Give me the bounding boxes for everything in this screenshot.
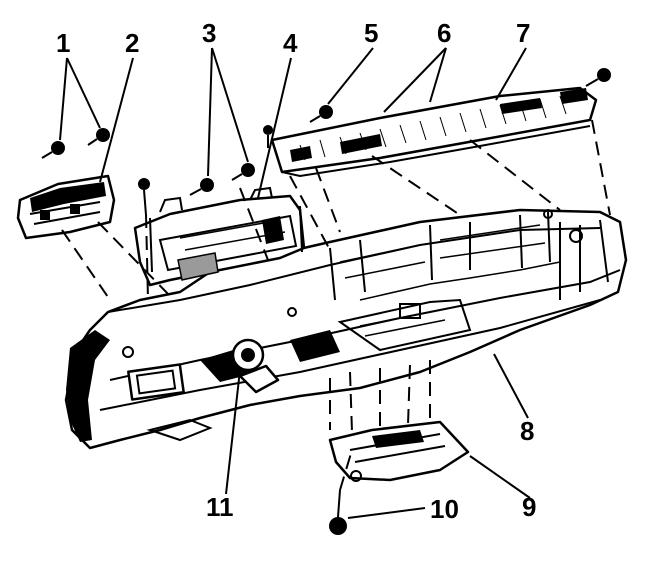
screw-icon [231, 163, 255, 181]
callout-5: 5 [364, 18, 378, 48]
callout-2: 2 [125, 28, 139, 58]
callout-9: 9 [522, 492, 536, 522]
steering-column-opening [231, 338, 280, 394]
screw-icon [138, 178, 150, 216]
screw-icon [189, 178, 214, 196]
callout-7: 7 [516, 18, 530, 48]
screw-icon [309, 105, 333, 123]
lower-bracket [328, 420, 470, 482]
fastener-screws [41, 68, 611, 535]
leader-lines [59, 47, 531, 519]
bolt-icon [329, 489, 347, 535]
callout-11: 11 [206, 492, 234, 522]
callout-labels: 1 2 3 4 5 6 7 8 9 10 11 [56, 18, 536, 524]
upper-trim-panel [270, 86, 598, 178]
assembly-guide-lines [61, 119, 611, 491]
instrument-panel-carrier [64, 208, 628, 450]
callout-3: 3 [202, 18, 216, 48]
screw-icon [87, 128, 110, 146]
callout-10: 10 [430, 494, 459, 524]
screw-icon [41, 141, 65, 159]
callout-4: 4 [283, 28, 298, 58]
callout-6: 6 [437, 18, 451, 48]
screw-icon [585, 68, 611, 87]
left-switch-bracket [16, 174, 116, 240]
callout-1: 1 [56, 28, 70, 58]
cluster-carrier [133, 186, 306, 287]
screw-icon [263, 125, 273, 148]
callout-8: 8 [520, 416, 534, 446]
